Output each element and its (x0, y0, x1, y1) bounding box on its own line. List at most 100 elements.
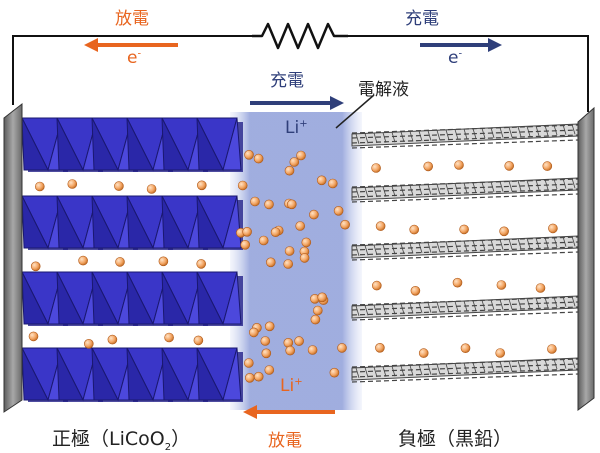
charge-label-middle: 充電 (270, 71, 304, 91)
lithium-ion (30, 261, 41, 272)
graphite-bond (427, 184, 432, 195)
graphite-bond (351, 241, 579, 251)
graphite-bond (400, 303, 405, 314)
graphite-bond (499, 239, 504, 250)
graphite-sheet (351, 235, 579, 261)
graphite-bond (364, 305, 369, 316)
negative-current-collector (577, 106, 595, 411)
graphite-bond (351, 188, 579, 198)
graphite-bond (373, 132, 378, 144)
octahedron-layer (21, 195, 243, 250)
graphite-bond (418, 242, 423, 254)
lithium-ion (423, 161, 434, 172)
graphite-bond (436, 184, 441, 195)
graphite-bond (351, 124, 579, 134)
lithium-ion (418, 348, 429, 358)
graphite-bond (355, 187, 360, 198)
graphite-bond (445, 363, 450, 374)
graphite-bond (427, 130, 432, 141)
graphite-bond (454, 301, 459, 312)
graphite-bond (418, 184, 423, 196)
lithium-ion (495, 348, 506, 358)
lithium-ion (283, 259, 294, 269)
lithium-ion (240, 240, 250, 250)
lithium-ion (289, 157, 300, 167)
graphite-bond (351, 373, 579, 383)
octahedron-face (196, 347, 224, 401)
lithium-ion (253, 153, 264, 164)
graphite-bond (553, 296, 558, 308)
positive-electrode-layers (21, 117, 243, 402)
graphite-bond (427, 242, 432, 253)
lithium-ion (260, 336, 271, 346)
graphite-bond (526, 238, 531, 249)
graphite-bond (454, 183, 459, 194)
graphite-bond (364, 133, 369, 144)
graphite-bond (544, 237, 549, 248)
lithium-ion (258, 235, 269, 246)
graphite-bond (409, 131, 414, 142)
lithium-ion (459, 224, 469, 235)
resistor-icon (252, 22, 348, 50)
graphite-bond (553, 178, 558, 190)
octahedron-face (161, 117, 189, 171)
lithium-ion (34, 181, 45, 192)
lithium-ion (261, 348, 272, 359)
lithium-ions (28, 150, 558, 383)
octahedron-face (126, 347, 154, 401)
graphite-sheet (351, 357, 579, 383)
octahedron-face (56, 271, 84, 325)
arrow-left-icon (84, 38, 178, 52)
lithium-ion-label-bottom: Li+ (280, 376, 303, 396)
graphite-bond (391, 366, 396, 377)
graphite-bond (544, 359, 549, 370)
graphite-bond (535, 125, 540, 136)
graphite-bond (445, 129, 450, 140)
graphite-bond (472, 182, 477, 193)
graphite-bond (490, 299, 495, 310)
graphite-bond (436, 242, 441, 253)
octahedron-face (196, 195, 224, 249)
graphite-bond (391, 186, 396, 197)
graphite-bond (517, 298, 522, 309)
graphite-bond (535, 359, 540, 370)
graphite-bond (351, 139, 579, 149)
graphite-bond (445, 301, 450, 312)
graphite-bond (490, 127, 495, 138)
graphite-bond (391, 132, 396, 143)
octahedron-face (161, 195, 189, 249)
lithium-ion (253, 371, 264, 382)
lithium-ion (454, 160, 464, 170)
graphite-bond (553, 358, 558, 370)
arrow-left-icon (243, 405, 335, 419)
graphite-bond (351, 183, 579, 193)
lithium-ion (316, 175, 327, 186)
graphite-bond (445, 241, 450, 252)
graphite-bond (562, 236, 567, 247)
graphite-bond (544, 125, 549, 136)
graphite-bond (472, 240, 477, 251)
octahedron-face (161, 347, 189, 401)
graphite-bond (373, 186, 378, 198)
lithium-ion (284, 165, 295, 176)
graphite-plane (351, 295, 579, 319)
graphite-bond (351, 358, 579, 368)
arrow-right-icon (250, 96, 344, 110)
graphite-bond (351, 306, 579, 316)
graphite-bond (364, 367, 369, 378)
lithium-ion (499, 226, 509, 237)
graphite-bond (517, 126, 522, 137)
arrow-right-icon (420, 38, 502, 52)
octahedron-face (91, 347, 119, 401)
lithium-ion (504, 161, 515, 171)
graphite-bond (427, 302, 432, 313)
lithium-ion (333, 206, 344, 216)
lithium-ion (547, 344, 557, 354)
graphite-bond (472, 362, 477, 373)
graphite-bond (481, 128, 486, 139)
lithium-ion (294, 336, 304, 346)
graphite-bond (544, 297, 549, 308)
graphite-bond (499, 299, 504, 310)
graphite-bond (499, 361, 504, 372)
graphite-bond (400, 243, 405, 254)
